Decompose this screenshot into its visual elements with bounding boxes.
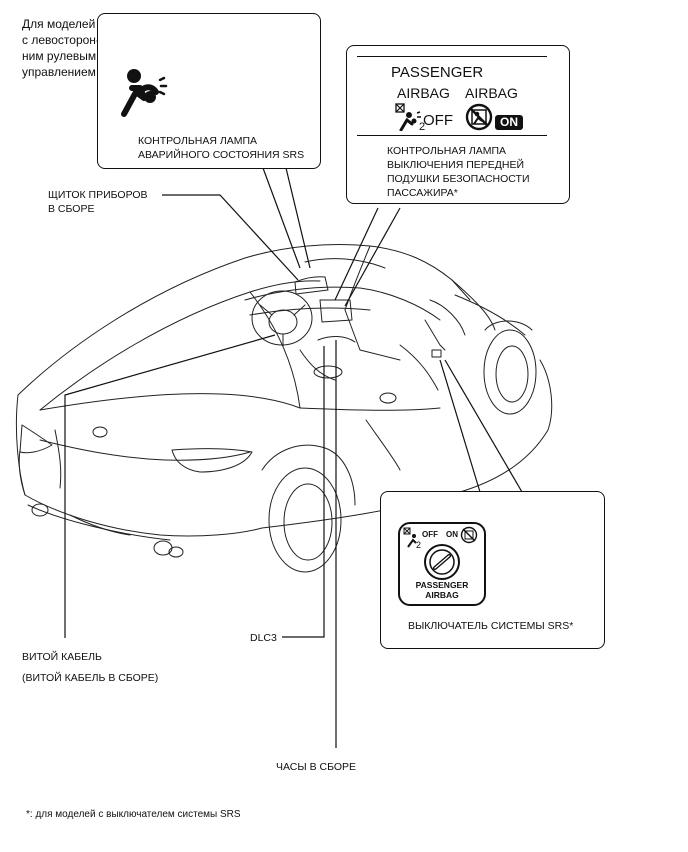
indicator-panel: PASSENGER AIRBAG AIRBAG 2 OFF ON <box>357 56 547 136</box>
svg-text:2: 2 <box>419 121 425 131</box>
indicator-left-label: AIRBAG <box>397 85 450 101</box>
leader-srs-switch-b <box>444 359 523 493</box>
airbag-warning-icon <box>121 69 168 117</box>
svg-text:2: 2 <box>416 540 421 549</box>
tail-lamp-right <box>171 448 253 473</box>
car-roof-outline <box>17 244 471 396</box>
indicator-panel-header: PASSENGER <box>391 64 484 81</box>
srs-switch-face: 2 OFF ON PASSENGER AIRBAG <box>398 522 486 606</box>
leader-srs-lamp-2 <box>285 167 311 269</box>
leader-passenger-lamp-2 <box>344 207 401 307</box>
switch-label-line1: PASSENGER <box>415 580 469 590</box>
lhd-models-note: Для моделей с левосторон- ним рулевым уп… <box>22 17 100 79</box>
rear-emblem <box>92 426 108 438</box>
indicator-off-text: OFF <box>423 112 453 129</box>
dashboard <box>244 286 441 321</box>
switch-label-line2: AIRBAG <box>425 590 459 600</box>
indicator-on-text: ON <box>495 115 523 130</box>
dlc3-label: DLC3 <box>250 632 277 644</box>
car-rear-window <box>39 280 321 411</box>
spiral-cable-label: ВИТОЙ КАБЕЛЬ <box>22 651 102 663</box>
leader-spiral-cable <box>64 334 276 638</box>
srs-warning-lamp-label: КОНТРОЛЬНАЯ ЛАМПА АВАРИЙНОГО СОСТОЯНИЯ S… <box>138 135 305 161</box>
clock-assy-label: ЧАСЫ В СБОРЕ <box>276 761 357 773</box>
passenger-airbag-off-lamp-callout: PASSENGER AIRBAG AIRBAG 2 OFF ON КОНТРОЛ… <box>346 45 570 204</box>
passenger-airbag-off-small-icon: 2 <box>403 527 421 549</box>
front-wheel <box>483 329 537 415</box>
footnote: *: для моделей с выключателем системы SR… <box>26 809 241 820</box>
instrument-cluster-label: ЩИТОК ПРИБОРОВ В СБОРЕ <box>48 189 148 215</box>
srs-warning-lamp-callout: КОНТРОЛЬНАЯ ЛАМПА АВАРИЙНОГО СОСТОЯНИЯ S… <box>97 13 321 169</box>
spiral-cable-assy-label: (ВИТОЙ КАБЕЛЬ В СБОРЕ) <box>22 672 159 684</box>
leader-instrument-cluster <box>162 194 299 281</box>
srs-switch-location <box>431 349 442 358</box>
leader-passenger-lamp <box>334 207 379 301</box>
indicator-right-label: AIRBAG <box>465 85 518 101</box>
passenger-airbag-on-icon <box>465 103 493 131</box>
srs-switch-callout: 2 OFF ON PASSENGER AIRBAG ВЫКЛЮЧАТЕЛЬ СИ… <box>380 491 605 649</box>
srs-switch-label: ВЫКЛЮЧАТЕЛЬ СИСТЕМЫ SRS* <box>408 620 574 632</box>
switch-off-text: OFF <box>422 530 438 539</box>
car-side-outline <box>261 359 553 529</box>
passenger-airbag-off-icon: 2 <box>395 103 425 131</box>
leader-srs-switch-a <box>439 359 481 493</box>
switch-on-text: ON <box>446 530 458 539</box>
car-rear-outline <box>15 394 263 537</box>
leader-srs-lamp <box>262 167 301 269</box>
leader-dlc3 <box>282 346 325 638</box>
tail-lamp-left <box>19 424 53 454</box>
exhaust-left <box>31 503 49 517</box>
steering-wheel <box>251 290 313 346</box>
key-switch-icon <box>424 544 460 580</box>
passenger-airbag-off-lamp-label: КОНТРОЛЬНАЯ ЛАМПА ВЫКЛЮЧЕНИЯ ПЕРЕДНЕЙ ПО… <box>387 145 530 199</box>
rear-wheel <box>268 467 342 573</box>
passenger-airbag-on-small-icon <box>460 526 478 544</box>
